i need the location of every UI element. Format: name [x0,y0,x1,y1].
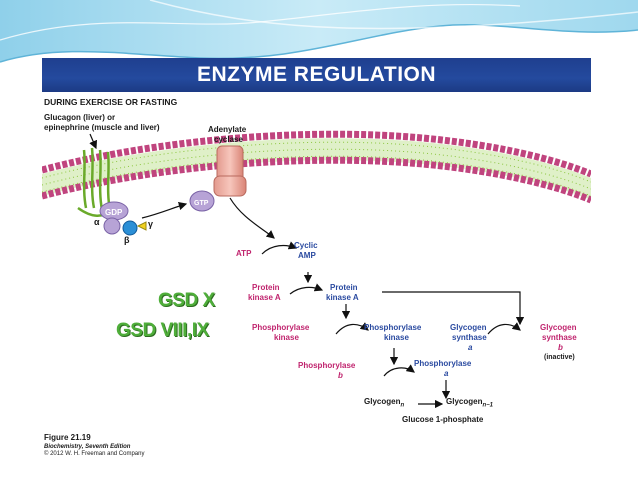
title-banner: ENZYME REGULATION [42,58,591,92]
pka-inactive-line1: Protein [252,283,280,292]
figure-caption-copyright: © 2012 W. H. Freeman and Company [44,451,145,457]
phosphorylase-a-line1: Phosphorylase [414,359,472,368]
glycogen-synthase-a-line1: Glycogen [450,323,487,332]
cyclic-amp-line1: Cyclic [294,241,318,250]
glycogen-n1-subscript: n−1 [482,402,493,409]
glycogen-n1-label: Glycogenn−1 [446,397,493,409]
glycogen-synthase-a-line2: synthase [452,333,487,342]
cyclase-label-line1: Adenylate [208,125,247,134]
g-protein-icon: GDP GTP [99,190,215,236]
cyclase-label-line2: cyclase [214,135,243,144]
phk-inactive-line1: Phosphorylase [252,323,310,332]
glucose-1-phosphate-label: Glucose 1-phosphate [402,415,484,424]
glycogen-n-text: Glycogen [364,397,401,406]
pathway-arrows [89,133,525,409]
gamma-label: γ [148,219,154,229]
pka-active-line2: kinase A [326,293,359,302]
phosphorylase-b-line2: b [338,371,343,380]
pka-active-line1: Protein [330,283,358,292]
figure-caption-book: Biochemistry, Seventh Edition [44,444,131,450]
glycogen-n1-text: Glycogen [446,397,483,406]
gsd-viii-ix-label: GSD VIII,IX [116,320,209,341]
header-wave-decoration [0,0,638,63]
pka-inactive-line2: kinase A [248,293,281,302]
glycogen-synthase-b-note: (inactive) [544,354,575,361]
pathway-diagram: GDP GTP [42,130,591,409]
alpha-label: α [94,217,100,227]
page-title: ENZYME REGULATION [196,63,437,86]
gsd-x-label: GSD X [158,290,215,311]
subtitle: DURING EXERCISE OR FASTING [44,97,178,107]
cell-membrane [42,130,591,204]
cyclic-amp-line2: AMP [298,251,316,260]
glycogen-synthase-a-line3: a [468,343,473,352]
glycogen-synthase-b-line2: synthase [542,333,577,342]
glycogen-synthase-b-line1: Glycogen [540,323,577,332]
slide-figure: ENZYME REGULATION [42,58,591,460]
atp-label: ATP [236,249,252,258]
svg-text:GTP: GTP [194,200,209,207]
glycogen-n-subscript: n [400,402,405,409]
glycogen-synthase-b-line3: b [558,343,563,352]
phosphorylase-a-line2: a [444,369,449,378]
receptor-label-line1: Glucagon (liver) or [44,113,116,122]
phosphorylase-b-line1: Phosphorylase [298,361,356,370]
glycogen-n-label: Glycogenn [364,397,405,409]
adenylate-cyclase-icon [213,145,247,197]
phk-active-line1: Phosphorylase [364,323,422,332]
svg-text:GDP: GDP [105,208,123,217]
receptor-label-line2: epinephrine (muscle and liver) [44,123,160,132]
phk-inactive-line2: kinase [274,333,299,342]
phk-active-line2: kinase [384,333,409,342]
beta-label: β [124,235,130,245]
figure-caption-title: Figure 21.19 [44,433,91,442]
